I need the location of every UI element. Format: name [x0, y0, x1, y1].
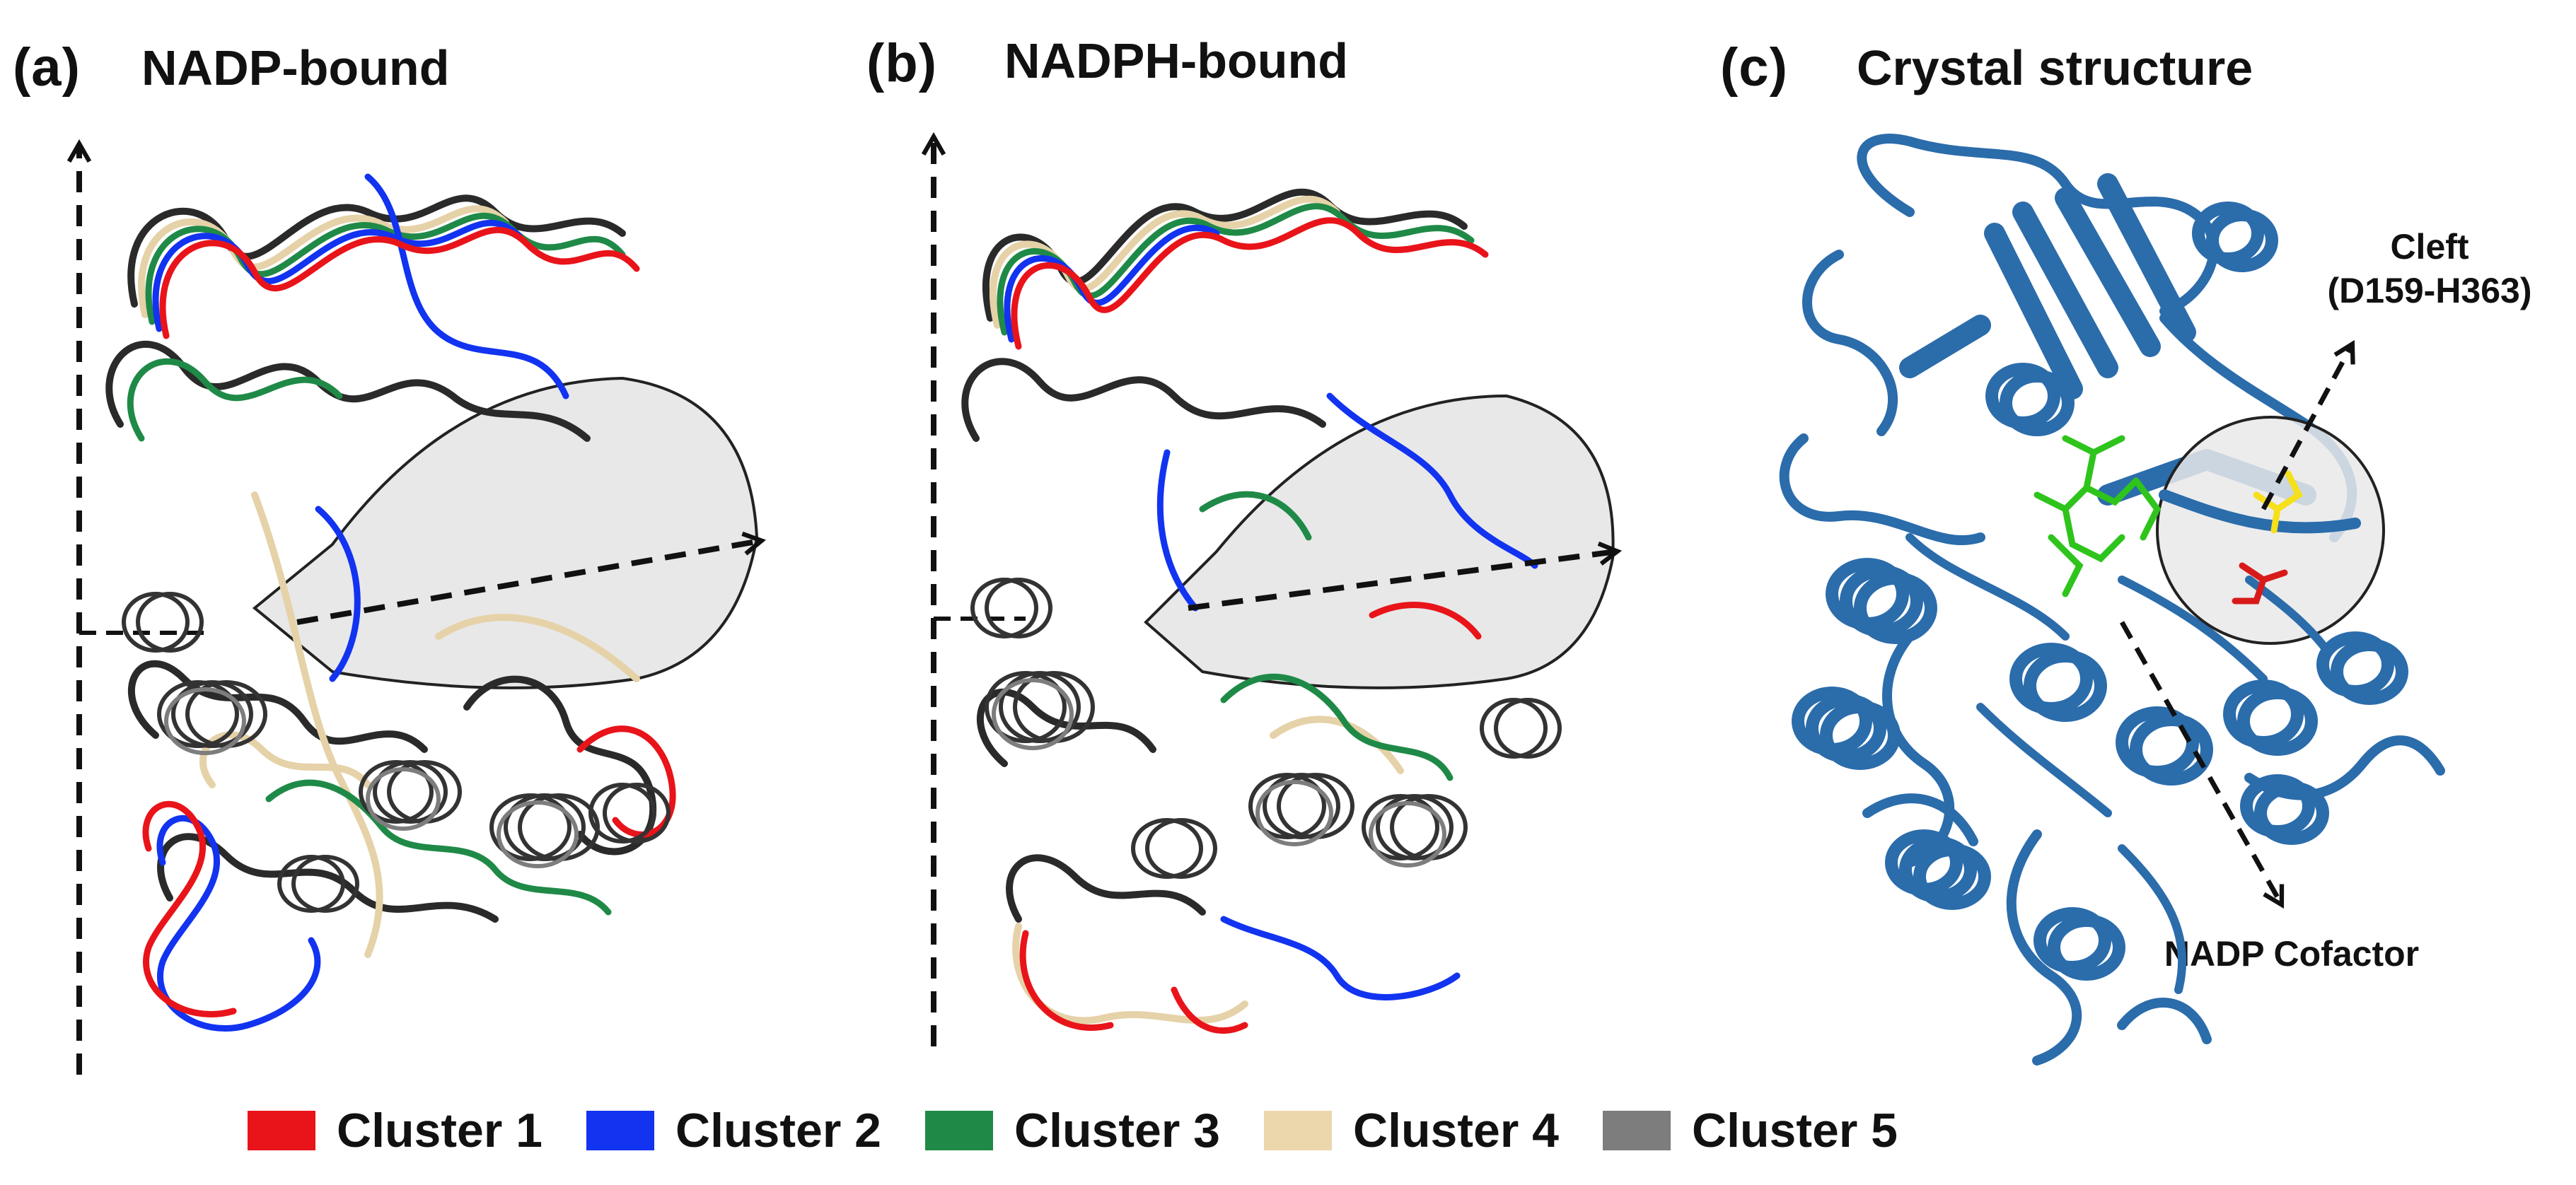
panel-c-label: (c) [1720, 37, 1788, 98]
legend-label-cluster-1: Cluster 1 [337, 1104, 543, 1157]
panel-a-cluster-2-ribbon [152, 173, 569, 1032]
panel-c-title: Crystal structure [1857, 40, 2253, 95]
panel-b-cluster-1-ribbon [1011, 217, 1489, 1034]
panel-b-title: NADPH-bound [1004, 33, 1349, 88]
cofactor-label: NADP Cofactor [2164, 934, 2420, 974]
legend-label-cluster-2: Cluster 2 [675, 1104, 881, 1157]
panel-b-cleft-arrow [1188, 541, 1623, 611]
panel-a-label: (a) [13, 37, 81, 98]
legend-label-cluster-4: Cluster 4 [1353, 1104, 1559, 1157]
panel-b-cleft-region [1144, 394, 1615, 689]
cluster-legend: Cluster 1 Cluster 2 Cluster 3 Cluster 4 … [248, 1103, 1942, 1158]
crystal-extra-strands [1905, 533, 2268, 994]
legend-swatch-cluster-5 [1603, 1111, 1671, 1150]
cleft-arrow [2261, 339, 2355, 510]
panel-c-structure [1779, 134, 2445, 1066]
nadp-ligand [2033, 435, 2162, 597]
panel-b-helix-coils [970, 578, 1562, 879]
legend-item-cluster-3: Cluster 3 [925, 1103, 1220, 1158]
panel-b-cluster-3-ribbon [997, 203, 1475, 781]
cleft-label: Cleft (D159-H363) [2313, 225, 2546, 313]
panel-b-label: (b) [866, 33, 938, 93]
legend-swatch-cluster-4 [1264, 1111, 1332, 1150]
panel-a-title: NADP-bound [141, 40, 450, 95]
cofactor-arrow [2119, 621, 2285, 909]
legend-item-cluster-1: Cluster 1 [248, 1103, 543, 1158]
panel-a-cluster-4-ribbon [138, 205, 640, 958]
legend-item-cluster-4: Cluster 4 [1264, 1103, 1559, 1158]
legend-label-cluster-3: Cluster 3 [1014, 1104, 1220, 1157]
panel-a-cluster-3-ribbon [127, 212, 626, 916]
legend-swatch-cluster-2 [586, 1111, 654, 1150]
cleft-label-line2: (D159-H363) [2327, 271, 2532, 310]
legend-item-cluster-2: Cluster 2 [586, 1103, 881, 1158]
panel-b-cluster-5-ribbon [961, 188, 1468, 923]
legend-swatch-cluster-1 [248, 1111, 315, 1150]
legend-swatch-cluster-3 [925, 1111, 993, 1150]
panel-a-structure [66, 139, 767, 1075]
cleft-label-line1: Cleft [2390, 227, 2469, 267]
residue-h363 [2232, 562, 2288, 605]
legend-item-cluster-5: Cluster 5 [1603, 1103, 1898, 1158]
panel-a-cleft-arrow [296, 531, 767, 625]
legend-label-cluster-5: Cluster 5 [1692, 1104, 1898, 1157]
crystal-helices [1792, 202, 2408, 981]
panel-b-structure [921, 132, 1623, 1046]
panel-a-cleft-region [252, 376, 759, 689]
